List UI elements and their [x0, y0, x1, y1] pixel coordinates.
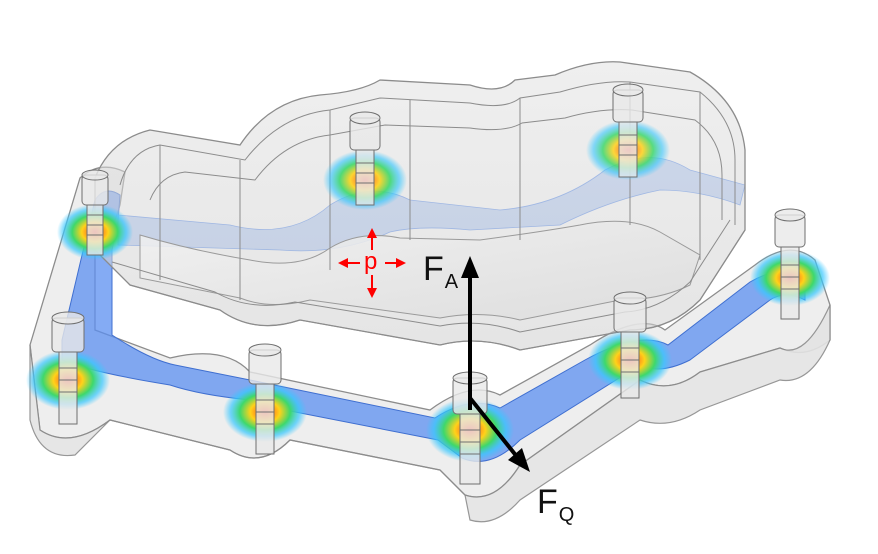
bolt [349, 111, 381, 206]
axial-force-arrow [461, 256, 479, 410]
bolt [774, 208, 806, 320]
axial-force-subscript: A [444, 271, 459, 293]
shear-force-arrow [468, 396, 530, 472]
bolt [612, 83, 644, 178]
bolt [248, 343, 282, 455]
shear-force-symbol: F [537, 483, 558, 521]
axial-force-label: FA [423, 250, 458, 292]
housing-inner-floor [139, 220, 701, 321]
shear-force-label: FQ [537, 483, 574, 525]
shear-force-subscript: Q [558, 504, 575, 526]
pressure-label: p [364, 248, 378, 275]
bolt [81, 169, 109, 256]
pressure-arrows [338, 228, 406, 298]
bolt [51, 311, 85, 425]
axial-force-symbol: F [423, 250, 444, 288]
bolt [613, 291, 647, 399]
